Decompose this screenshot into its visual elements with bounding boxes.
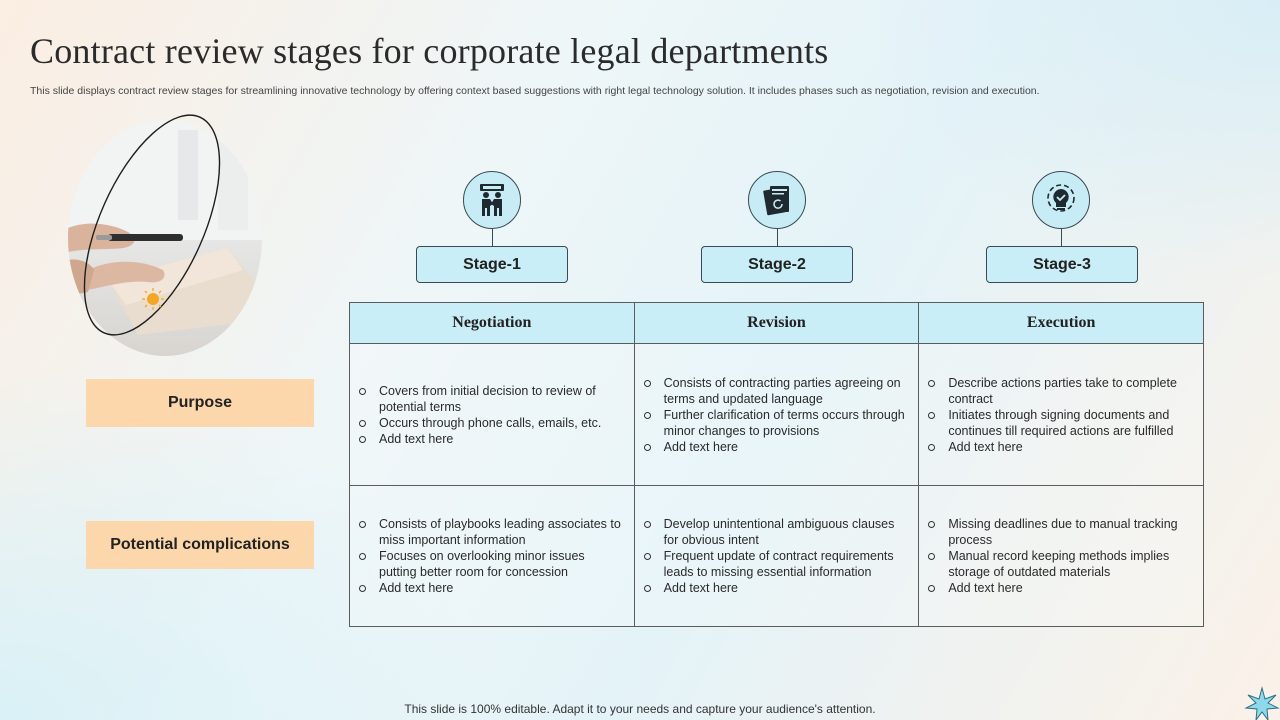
bullet-list: Describe actions parties take to complet… (927, 375, 1191, 455)
list-item: Add text here (358, 580, 622, 596)
list-item: Develop unintentional ambiguous clauses … (643, 516, 907, 548)
list-item: Frequent update of contract requirements… (643, 548, 907, 580)
table-cell: Describe actions parties take to complet… (918, 343, 1204, 486)
row-label-purpose: Purpose (86, 379, 314, 427)
list-item: Add text here (927, 439, 1191, 455)
table-header-row: Negotiation Revision Execution (349, 302, 1204, 344)
list-item: Add text here (643, 580, 907, 596)
list-item: Describe actions parties take to complet… (927, 375, 1191, 407)
list-item: Add text here (643, 439, 907, 455)
starburst-decoration-icon (1244, 686, 1280, 720)
table-cell: Covers from initial decision to review o… (349, 343, 635, 486)
stage-1-connector (492, 229, 493, 246)
table-cell: Missing deadlines due to manual tracking… (918, 485, 1204, 627)
stages-table: Negotiation Revision Execution Covers fr… (349, 302, 1204, 627)
table-cell: Consists of playbooks leading associates… (349, 485, 635, 627)
handshake-people-icon (463, 171, 521, 229)
list-item: Missing deadlines due to manual tracking… (927, 516, 1191, 548)
slide-title: Contract review stages for corporate leg… (30, 31, 829, 71)
bullet-list: Covers from initial decision to review o… (358, 383, 622, 447)
list-item: Add text here (927, 580, 1191, 596)
table-cell: Consists of contracting parties agreeing… (633, 343, 920, 486)
header-negotiation: Negotiation (349, 302, 635, 344)
bullet-list: Consists of contracting parties agreeing… (643, 375, 907, 455)
header-execution: Execution (918, 302, 1204, 344)
idea-bulb-check-icon (1032, 171, 1090, 229)
bullet-list: Missing deadlines due to manual tracking… (927, 516, 1191, 596)
stage-1-label: Stage-1 (416, 246, 568, 283)
table-cell: Develop unintentional ambiguous clauses … (633, 485, 920, 627)
stage-2-connector (777, 229, 778, 246)
table-row-complications: Consists of playbooks leading associates… (349, 485, 1204, 627)
slide-footer: This slide is 100% editable. Adapt it to… (404, 702, 876, 716)
header-revision: Revision (633, 302, 920, 344)
list-item: Initiates through signing documents and … (927, 407, 1191, 439)
orbit-ring-decoration (83, 114, 221, 336)
bullet-list: Develop unintentional ambiguous clauses … (643, 516, 907, 596)
table-row-purpose: Covers from initial decision to review o… (349, 343, 1204, 486)
stage-3-connector (1061, 229, 1062, 246)
list-item: Focuses on overlooking minor issues putt… (358, 548, 622, 580)
sun-accent-icon (142, 288, 164, 310)
bullet-list: Consists of playbooks leading associates… (358, 516, 622, 596)
list-item: Occurs through phone calls, emails, etc. (358, 415, 622, 431)
stage-3-label: Stage-3 (986, 246, 1138, 283)
contract-signing-photo (68, 120, 262, 356)
stage-2-label: Stage-2 (701, 246, 853, 283)
row-label-potential-complications: Potential complications (86, 521, 314, 569)
list-item: Manual record keeping methods implies st… (927, 548, 1191, 580)
document-revision-icon (748, 171, 806, 229)
list-item: Consists of contracting parties agreeing… (643, 375, 907, 407)
list-item: Add text here (358, 431, 622, 447)
slide-subtitle: This slide displays contract review stag… (30, 85, 1040, 97)
list-item: Further clarification of terms occurs th… (643, 407, 907, 439)
list-item: Covers from initial decision to review o… (358, 383, 622, 415)
list-item: Consists of playbooks leading associates… (358, 516, 622, 548)
